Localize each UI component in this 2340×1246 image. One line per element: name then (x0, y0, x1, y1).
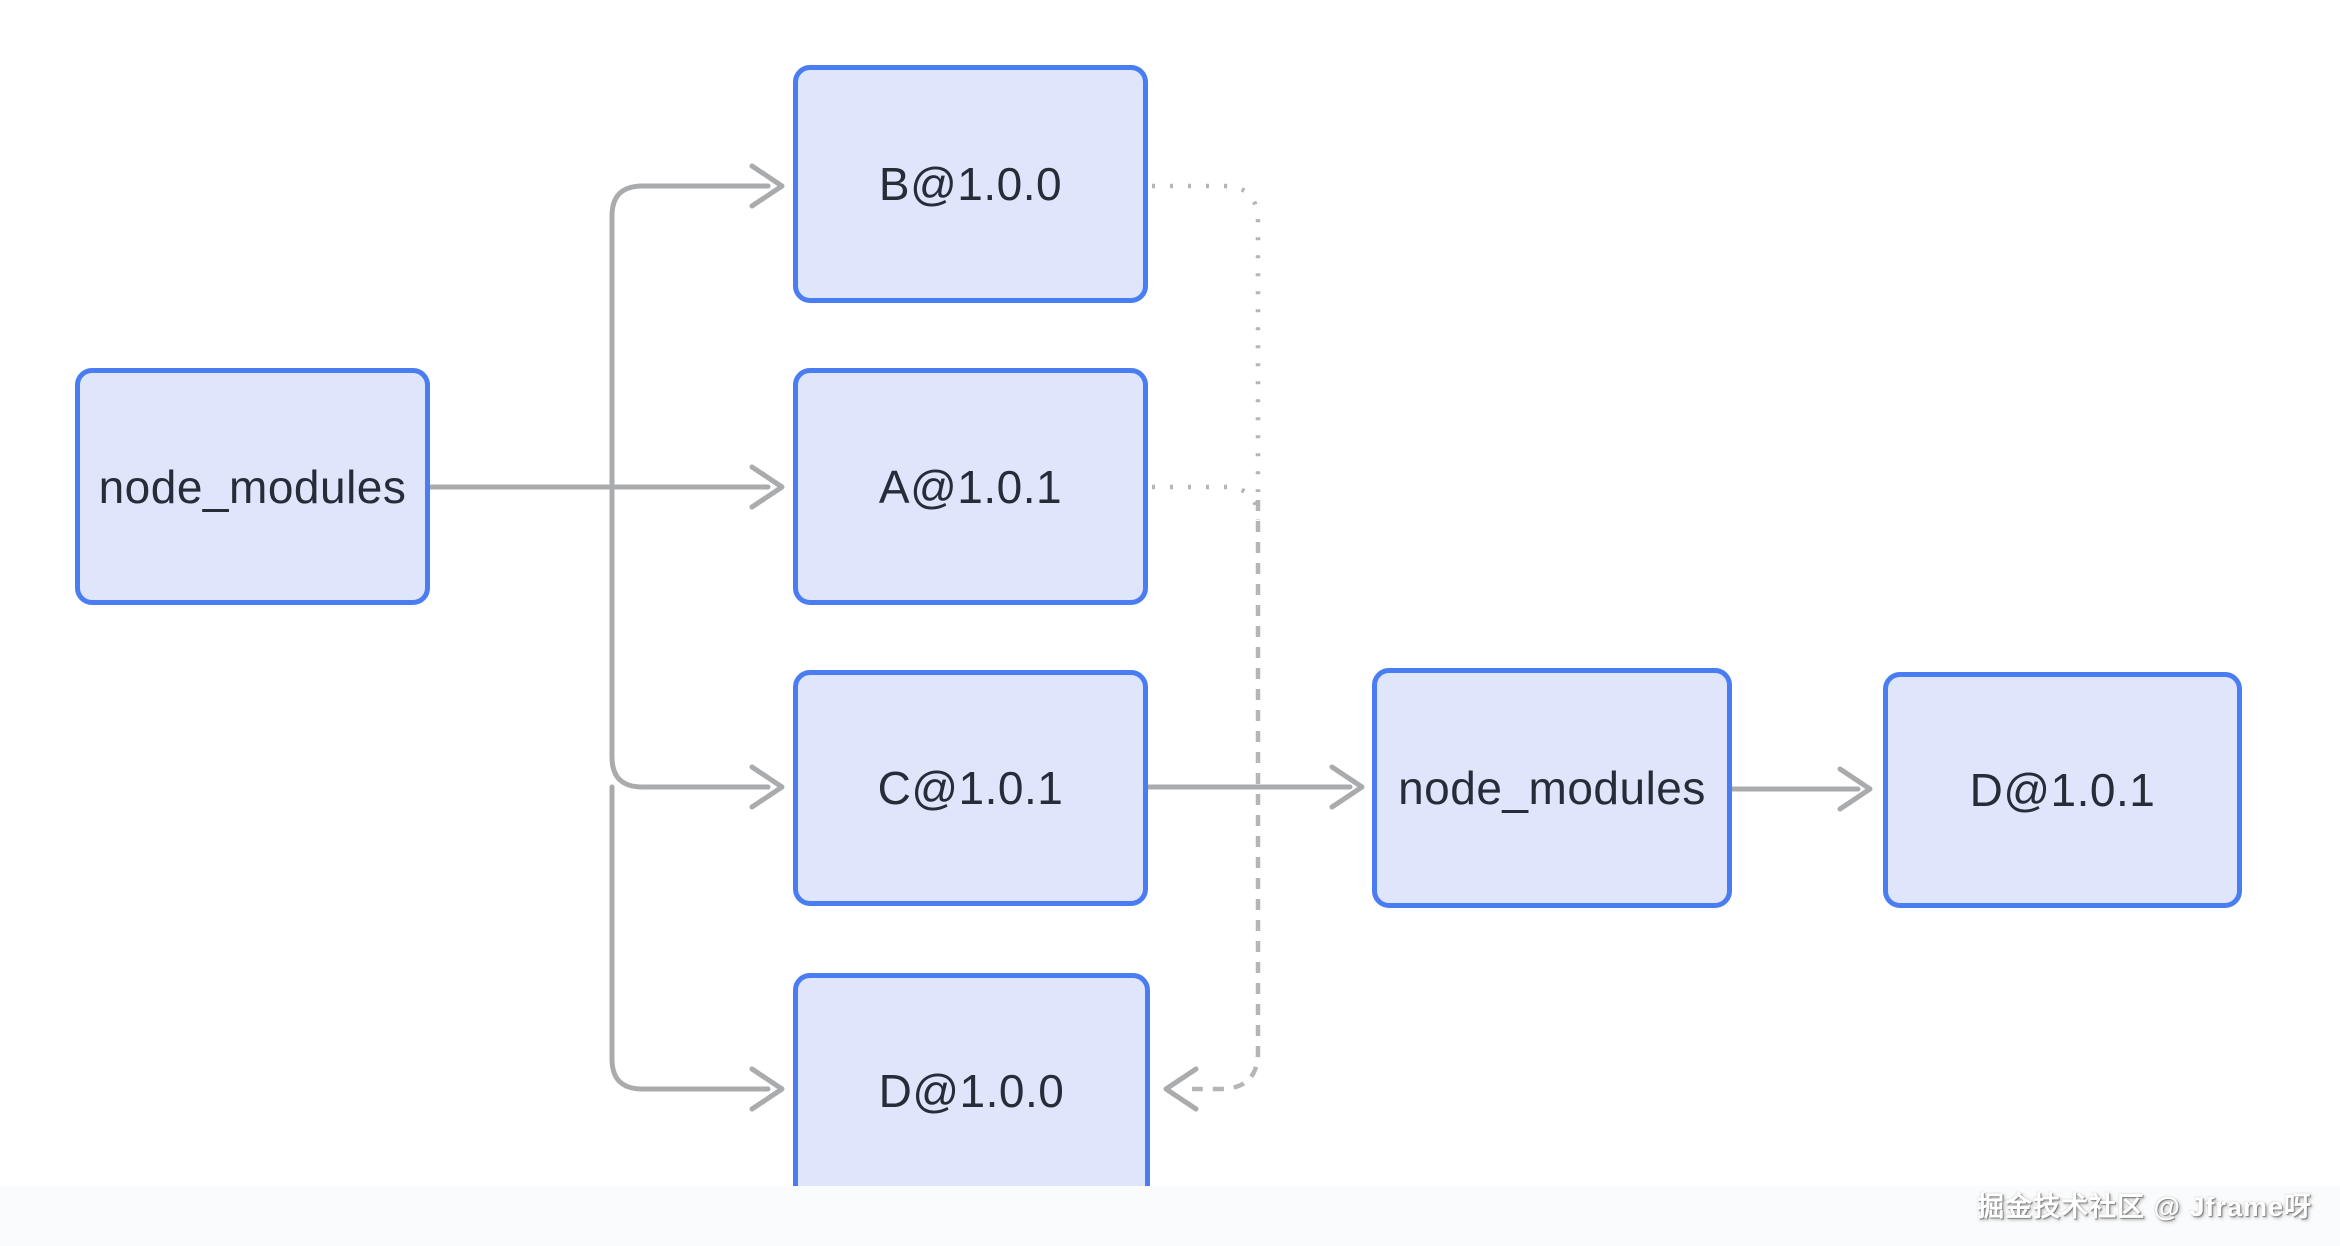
node-root-modules: node_modules (75, 368, 430, 605)
node-a-label: A@1.0.1 (878, 460, 1063, 513)
node-b: B@1.0.0 (793, 65, 1148, 303)
arrowhead-d1 (1837, 766, 1873, 812)
edge-root-to-b (609, 183, 771, 490)
watermark: 掘金技术社区 @ Jframe呀 (1977, 1192, 2312, 1222)
node-c-label: C@1.0.1 (877, 762, 1064, 814)
node-d0: D@1.0.0 (793, 973, 1150, 1208)
node-d0-label: D@1.0.0 (878, 1064, 1065, 1117)
arrowhead-nm2 (1329, 764, 1365, 810)
node-nested-modules-label: node_modules (1398, 762, 1706, 814)
node-nested-modules: node_modules (1372, 668, 1732, 908)
edge-b-dotted (1152, 183, 1261, 492)
node-b-label: B@1.0.0 (878, 158, 1063, 210)
edge-gutter-to-d0 (1192, 500, 1261, 1092)
edge-root-to-c (609, 484, 771, 790)
node-a: A@1.0.1 (793, 368, 1148, 605)
arrowhead-b (749, 163, 785, 209)
node-d1: D@1.0.1 (1883, 672, 2242, 908)
arrowhead-a (749, 464, 785, 510)
edge-a-dotted (1152, 484, 1261, 521)
arrowhead-d0-dashed (1163, 1066, 1199, 1112)
arrowhead-d0 (749, 1066, 785, 1112)
edge-root-to-d0 (609, 784, 771, 1092)
node-c: C@1.0.1 (793, 670, 1148, 906)
node-d1-label: D@1.0.1 (1969, 764, 2156, 816)
node-root-modules-label: node_modules (98, 460, 407, 513)
footer-strip (0, 1186, 2340, 1246)
arrowhead-c (749, 764, 785, 810)
